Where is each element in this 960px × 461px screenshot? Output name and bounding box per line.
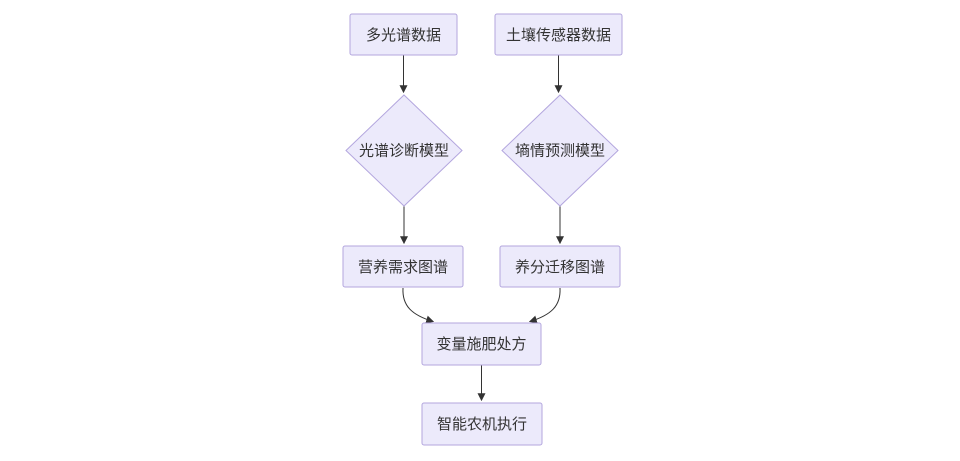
node-soil-moisture-prediction-model: 墒情预测模型 [501,94,619,207]
node-spectral-diagnosis-model-label: 光谱诊断模型 [359,143,449,160]
node-smart-machinery-execution-label: 智能农机执行 [437,415,527,433]
edge-nutrient-demand-to-prescription [402,287,435,324]
node-variable-fertilization-prescription-shape [421,322,542,366]
node-multispectral-data-label: 多光谱数据 [366,27,441,44]
node-multispectral-data: 多光谱数据 [349,13,458,56]
node-multispectral-data-shape [349,13,458,56]
edge-group [399,55,564,402]
node-variable-fertilization-prescription-label: 变量施肥处方 [436,336,526,353]
edge-nutrient-migration-to-prescription [528,287,561,324]
node-spectral-diagnosis-model: 光谱诊断模型 [345,94,463,207]
node-nutrient-migration-map-label: 养分迁移图谱 [515,259,605,276]
node-variable-fertilization-prescription: 变量施肥处方 [421,322,542,366]
node-soil-moisture-prediction-model-shape [501,94,619,207]
node-nutrient-demand-map-shape [342,245,464,288]
node-smart-machinery-execution-shape [421,402,543,446]
node-spectral-diagnosis-model-shape [345,94,463,207]
node-soil-sensor-data-label: 土壤传感器数据 [506,26,611,44]
node-smart-machinery-execution: 智能农机执行 [421,402,543,446]
node-nutrient-migration-map-shape [499,245,621,288]
node-soil-moisture-prediction-model-label: 墒情预测模型 [515,143,605,160]
node-nutrient-demand-map-label: 营养需求图谱 [358,259,448,276]
node-soil-sensor-data-shape [494,13,623,56]
node-nutrient-migration-map: 养分迁移图谱 [499,245,621,288]
node-soil-sensor-data: 土壤传感器数据 [494,13,623,56]
node-nutrient-demand-map: 营养需求图谱 [342,245,464,288]
